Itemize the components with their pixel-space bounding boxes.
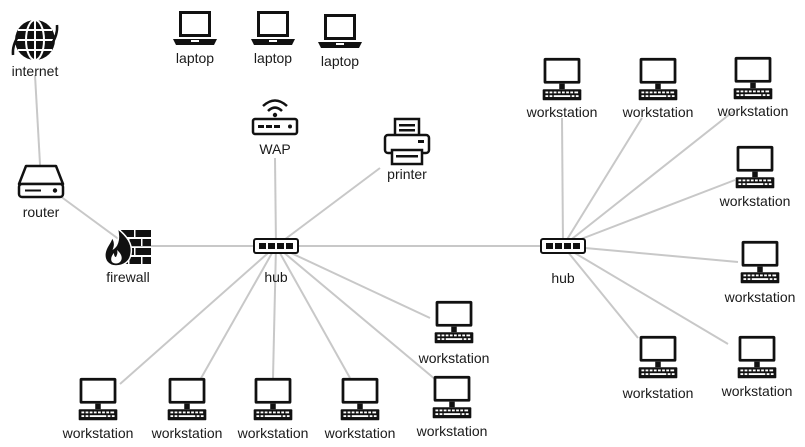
link-hub1-ws-b5 (275, 245, 437, 381)
workstation-icon (638, 57, 678, 101)
node-label-router: router (23, 204, 60, 220)
node-ws-m: workstation (418, 300, 490, 366)
link-hub2-ws-t2 (562, 117, 643, 247)
link-hub2-ws-t3 (562, 109, 736, 247)
node-label-laptop1: laptop (176, 50, 214, 66)
node-label-ws-br2: workstation (721, 383, 793, 399)
node-ws-t2: workstation (622, 57, 694, 120)
node-hub2: hub (540, 238, 586, 286)
node-ws-r2: workstation (724, 240, 796, 305)
node-label-internet: internet (12, 63, 59, 79)
workstation-icon (735, 145, 775, 189)
workstation-icon (340, 377, 380, 421)
node-label-laptop2: laptop (254, 50, 292, 66)
link-hub1-ws-b3 (272, 245, 277, 379)
link-hub2-ws-r1 (562, 179, 736, 247)
workstation-icon (740, 240, 780, 284)
link-hub1-ws-b2 (199, 245, 277, 381)
node-label-ws-b1: workstation (62, 425, 134, 441)
link-hub2-ws-r2 (562, 245, 739, 263)
node-ws-r1: workstation (719, 145, 791, 209)
hub-icon (540, 238, 586, 254)
node-label-ws-br1: workstation (622, 385, 694, 401)
node-ws-b1: workstation (62, 377, 134, 441)
printer-icon (383, 117, 431, 166)
router-icon (17, 164, 65, 199)
node-label-ws-r1: workstation (719, 193, 791, 209)
wireless-access-point-icon (251, 99, 299, 136)
node-label-ws-t1: workstation (526, 104, 598, 120)
workstation-icon (737, 335, 777, 379)
node-label-firewall: firewall (106, 269, 150, 285)
link-hub1-ws-b4 (275, 245, 351, 379)
node-laptop1: laptop (173, 11, 217, 66)
node-printer: printer (383, 117, 431, 182)
node-laptop2: laptop (251, 11, 295, 66)
link-hub2-ws-br2 (562, 245, 729, 345)
link-wap-hub1 (274, 157, 277, 247)
node-ws-b5: workstation (416, 375, 488, 439)
node-label-ws-t2: workstation (622, 104, 694, 120)
node-ws-b4: workstation (324, 377, 396, 441)
node-internet: internet (11, 18, 59, 79)
link-hub2-ws-t1 (561, 117, 564, 247)
node-label-ws-m: workstation (418, 350, 490, 366)
node-label-ws-t3: workstation (717, 103, 789, 119)
connection-lines (34, 74, 739, 385)
link-hub2-ws-br1 (562, 245, 639, 339)
node-label-ws-b2: workstation (151, 425, 223, 441)
workstation-icon (432, 375, 472, 419)
node-ws-br2: workstation (721, 335, 793, 399)
link-internet-router (34, 74, 42, 183)
node-label-hub2: hub (551, 270, 575, 286)
node-label-ws-r2: workstation (724, 289, 796, 305)
node-label-ws-b4: workstation (324, 425, 396, 441)
node-label-laptop3: laptop (321, 53, 359, 69)
node-firewall: firewall (104, 227, 152, 285)
laptop-icon (318, 14, 362, 48)
globe-icon (11, 18, 59, 62)
node-ws-t1: workstation (526, 57, 598, 120)
node-ws-b2: workstation (151, 377, 223, 441)
link-hub1-ws-m (275, 245, 431, 319)
link-hub1-ws-b1 (119, 245, 277, 385)
workstation-icon (542, 57, 582, 101)
hub-icon (253, 238, 299, 254)
node-label-ws-b3: workstation (237, 425, 309, 441)
node-laptop3: laptop (318, 14, 362, 69)
node-ws-t3: workstation (717, 56, 789, 119)
workstation-icon (638, 335, 678, 379)
link-printer-hub1 (275, 167, 381, 247)
workstation-icon (733, 56, 773, 100)
node-ws-b3: workstation (237, 377, 309, 441)
node-hub1: hub (253, 238, 299, 285)
node-label-ws-b5: workstation (416, 423, 488, 439)
workstation-icon (434, 300, 474, 344)
workstation-icon (167, 377, 207, 421)
node-label-wap: WAP (259, 141, 290, 157)
node-label-printer: printer (387, 166, 427, 182)
node-ws-br1: workstation (622, 335, 694, 401)
laptop-icon (251, 11, 295, 45)
node-wap: WAP (251, 99, 299, 157)
laptop-icon (173, 11, 217, 45)
node-label-hub1: hub (264, 269, 288, 285)
workstation-icon (253, 377, 293, 421)
device-nodes: internet router firewall laptop laptop laptop… (11, 11, 796, 441)
node-router: router (17, 164, 65, 220)
workstation-icon (78, 377, 118, 421)
